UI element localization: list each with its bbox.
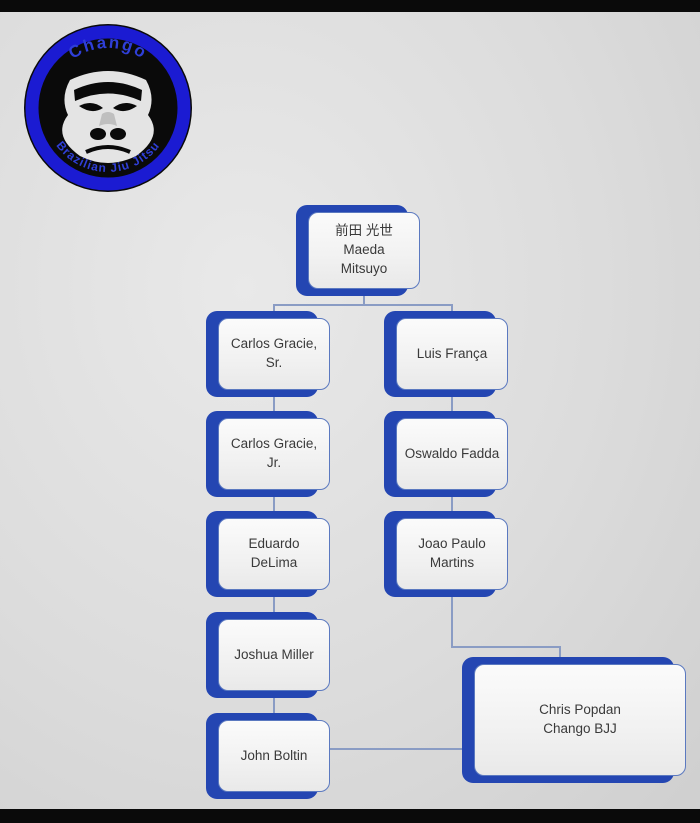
node-label: Chris Popdan Chango BJJ <box>539 702 621 736</box>
connector-carlos-sr-to-jr <box>273 390 275 418</box>
node-card: Eduardo DeLima <box>218 518 330 590</box>
node-label: Oswaldo Fadda <box>404 445 500 461</box>
node-label: Carlos Gracie, Sr. <box>230 336 318 370</box>
connector-luis-to-oswaldo <box>451 390 453 418</box>
node-card: Joao Paulo Martins <box>396 518 508 590</box>
connector-john-to-chris <box>330 748 464 750</box>
node-joao-paulo-martins: Joao Paulo Martins <box>384 511 508 597</box>
connector-oswaldo-to-joao <box>451 490 453 518</box>
node-luis-franca: Luis França <box>384 311 508 397</box>
node-card: Joshua Miller <box>218 619 330 691</box>
node-label: Eduardo DeLima <box>248 536 300 570</box>
connector-joao-down <box>451 590 453 648</box>
letterbox-bottom-bar <box>0 809 700 823</box>
node-label: Joao Paulo Martins <box>418 536 486 570</box>
node-label: Luis França <box>416 345 488 361</box>
node-label: John Boltin <box>240 747 308 763</box>
node-card: Carlos Gracie, Jr. <box>218 418 330 490</box>
chango-bjj-logo: Chango Brazilian Jiu Jitsu <box>24 24 192 192</box>
connector-maeda-down <box>363 289 365 305</box>
letterbox-top-bar <box>0 0 700 12</box>
node-carlos-gracie-jr: Carlos Gracie, Jr. <box>206 411 330 497</box>
connector-maeda-bus <box>273 304 453 306</box>
node-label: Joshua Miller <box>234 646 314 662</box>
connector-joao-elbow <box>451 646 561 648</box>
connector-eduardo-to-joshua <box>273 590 275 619</box>
node-card: Luis França <box>396 318 508 390</box>
connector-joshua-to-john <box>273 691 275 720</box>
connector-elbow-to-chris <box>559 646 561 660</box>
node-john-boltin: John Boltin <box>206 713 330 799</box>
node-card: 前田 光世 Maeda Mitsuyo <box>308 212 420 289</box>
node-label: Carlos Gracie, Jr. <box>230 436 318 470</box>
node-card: Chris Popdan Chango BJJ <box>474 664 686 776</box>
node-oswaldo-fadda: Oswaldo Fadda <box>384 411 508 497</box>
node-card: Carlos Gracie, Sr. <box>218 318 330 390</box>
node-label: 前田 光世 Maeda Mitsuyo <box>335 223 393 276</box>
node-carlos-gracie-sr: Carlos Gracie, Sr. <box>206 311 330 397</box>
node-card: John Boltin <box>218 720 330 792</box>
logo-gorilla-icon <box>62 71 154 163</box>
node-maeda-mitsuyo: 前田 光世 Maeda Mitsuyo <box>296 205 420 296</box>
node-chris-popdan: Chris Popdan Chango BJJ <box>462 657 686 783</box>
node-joshua-miller: Joshua Miller <box>206 612 330 698</box>
node-card: Oswaldo Fadda <box>396 418 508 490</box>
node-eduardo-delima: Eduardo DeLima <box>206 511 330 597</box>
connector-carlos-jr-to-eduardo <box>273 490 275 518</box>
